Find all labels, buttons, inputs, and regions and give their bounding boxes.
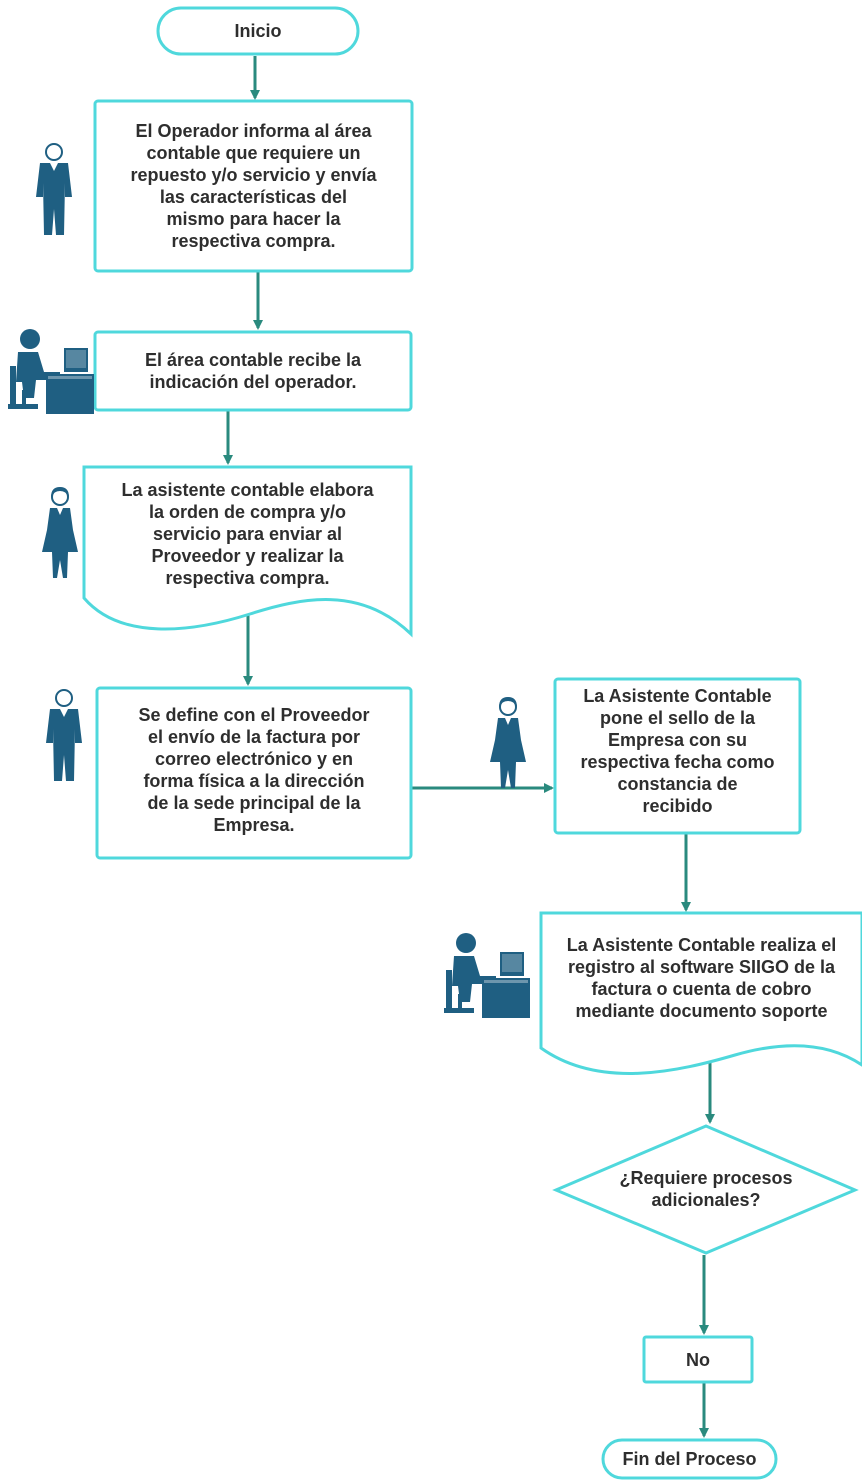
step1-process-box bbox=[93, 99, 414, 273]
start-label[interactable]: Inicio bbox=[234, 21, 282, 41]
end-label[interactable]: Fin del Proceso bbox=[622, 1449, 757, 1469]
step4-process-box bbox=[95, 686, 413, 860]
desk-worker-icon bbox=[444, 933, 530, 1018]
answer-no-label[interactable]: No bbox=[686, 1349, 710, 1370]
step3-label: La asistente contable elabora la orden d… bbox=[121, 480, 374, 588]
start-terminator bbox=[156, 6, 360, 56]
node-shapes bbox=[82, 6, 862, 1480]
answer-no-box bbox=[642, 1335, 754, 1384]
step2-label: El área contable recibe la indicación de… bbox=[144, 350, 362, 392]
male-operator-icon bbox=[35, 143, 73, 235]
step2-process-box bbox=[93, 330, 413, 412]
step6-document-shape bbox=[539, 911, 862, 1075]
female-assistant-icon bbox=[41, 486, 79, 578]
step3-document-shape bbox=[82, 465, 413, 638]
step6-label: La Asistente Contable realiza el registr… bbox=[566, 935, 837, 1021]
connectors bbox=[223, 56, 715, 1438]
step1-label: El Operador informa al área contable que… bbox=[130, 121, 377, 251]
decision-label[interactable]: ¿Requiere procesos adicionales? bbox=[619, 1168, 793, 1210]
desk-worker-icon bbox=[8, 329, 94, 414]
step5-label: La Asistente Contable pone el sello de l… bbox=[580, 686, 775, 816]
decision-diamond bbox=[552, 1124, 859, 1255]
end-terminator bbox=[601, 1438, 778, 1480]
step4-label: Se define con el Proveedor el envío de l… bbox=[138, 705, 370, 835]
male-operator-icon bbox=[45, 689, 83, 781]
step5-process-box bbox=[553, 677, 802, 835]
female-assistant-icon bbox=[489, 696, 527, 788]
